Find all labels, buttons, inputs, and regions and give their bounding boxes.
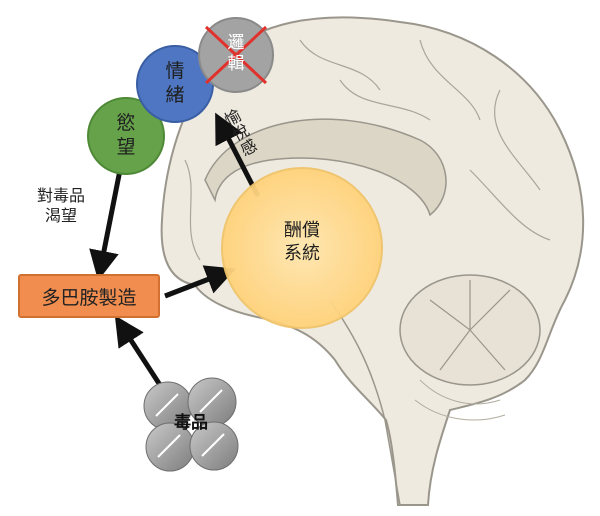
drug-pills [143, 377, 239, 472]
desire-label-line2: 望 [116, 135, 136, 158]
arrow-desire-to-dopamine [89, 169, 123, 281]
desire-circle [87, 97, 165, 175]
arrow-dopamine-to-reward [164, 265, 236, 299]
drug-label: 毒品 [174, 413, 208, 433]
reward-system-label: 酬償 系統 [262, 220, 342, 265]
emotion-label: 情 緒 [155, 60, 195, 108]
logic-label-line1: 邏 [227, 33, 245, 53]
logic-label-line2: 輯 [227, 54, 245, 75]
arrow-drug-to-dopamine [114, 315, 163, 387]
desire-label-line1: 慾 [116, 112, 136, 134]
craving-label-line1: 對毒品 [36, 186, 85, 205]
craving-label: 對毒品 渴望 [28, 186, 94, 226]
craving-label-line2: 渴望 [44, 206, 77, 225]
dopamine-production-box: 多巴胺製造 [18, 274, 160, 318]
reward-system-circle [221, 167, 383, 329]
emotion-label-line1: 情 [165, 60, 185, 82]
reward-label-line1: 酬償 [284, 220, 320, 241]
emotion-label-line2: 緒 [165, 83, 185, 106]
desire-label: 慾 望 [106, 112, 146, 160]
logic-cross-line-2 [204, 25, 268, 85]
logic-label: 邏 輯 [218, 33, 254, 76]
reward-label-line2: 系統 [284, 242, 320, 264]
